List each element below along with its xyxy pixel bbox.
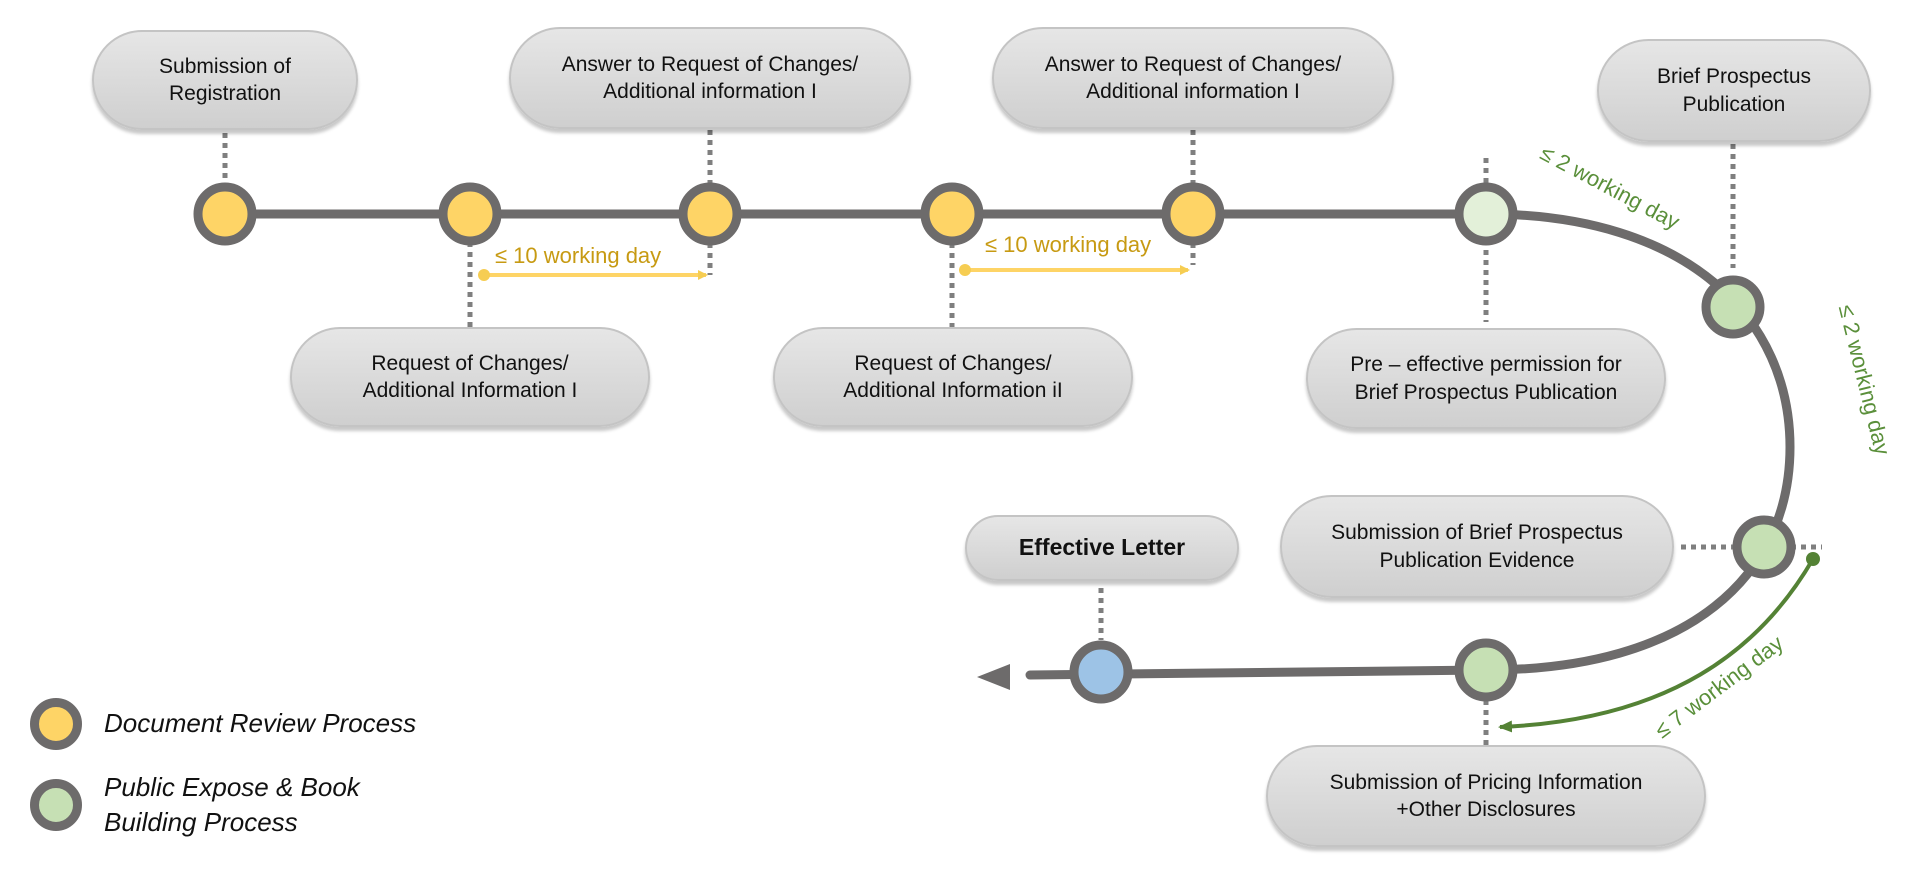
- brief-publication-label: Brief Prospectus Publication: [1656, 65, 1812, 116]
- node-request-changes-2: [920, 182, 984, 246]
- submission-registration-box: Submission of Registration: [92, 30, 358, 130]
- pre-effective-box: Pre – effective permission for Brief Pro…: [1306, 328, 1666, 429]
- answer-request-1-label: Answer to Request of Changes/ Additional…: [561, 52, 859, 103]
- publication-evidence-box: Submission of Brief Prospectus Publicati…: [1280, 495, 1674, 598]
- duration-review-1: ≤ 10 working day: [495, 243, 662, 268]
- request-changes-1-label: Request of Changes/ Additional Informati…: [362, 351, 578, 402]
- publication-evidence-label: Submission of Brief Prospectus Publicati…: [1331, 521, 1623, 572]
- node-pre-effective: [1454, 182, 1518, 246]
- legend-green-dot: [30, 779, 82, 832]
- node-brief-publication: [1701, 275, 1765, 339]
- pre-effective-label: Pre – effective permission for Brief Pro…: [1350, 353, 1622, 404]
- legend-yellow-dot: [30, 698, 82, 750]
- brief-publication-box: Brief Prospectus Publication: [1597, 39, 1871, 142]
- node-request-changes-1: [438, 182, 502, 246]
- duration-review-2: ≤ 10 working day: [985, 232, 1152, 257]
- effective-letter-label: Effective Letter: [1018, 534, 1186, 561]
- effective-letter-box: Effective Letter: [965, 515, 1239, 581]
- pricing-information-box: Submission of Pricing Information +Other…: [1266, 745, 1706, 847]
- timing-arrows: [478, 264, 1820, 733]
- legend-public-expose-label: Public Expose & Book Building Process: [104, 772, 360, 838]
- answer-request-2-label: Answer to Request of Changes/ Additional…: [1044, 52, 1342, 103]
- process-nodes: [193, 182, 1796, 704]
- dotted-connectors: [222, 130, 1822, 746]
- pricing-information-label: Submission of Pricing Information +Other…: [1329, 770, 1643, 821]
- node-submission-registration: [193, 182, 257, 246]
- node-publication-evidence: [1732, 515, 1796, 579]
- legend-public-expose: Public Expose & Book Building Process: [30, 770, 360, 840]
- node-answer-request-2: [1161, 182, 1225, 246]
- legend-document-review-label: Document Review Process: [104, 708, 417, 739]
- request-changes-1-box: Request of Changes/ Additional Informati…: [290, 327, 650, 427]
- track-arrow-head: [977, 664, 1010, 690]
- process-track: [220, 209, 1795, 680]
- answer-request-2-box: Answer to Request of Changes/ Additional…: [992, 27, 1394, 129]
- submission-registration-label: Submission of Registration: [159, 54, 291, 105]
- legend-document-review: Document Review Process: [30, 698, 416, 750]
- request-changes-2-label: Request of Changes/ Additional Informati…: [843, 351, 1063, 402]
- request-changes-2-box: Request of Changes/ Additional Informati…: [773, 327, 1133, 427]
- node-pricing-information: [1454, 638, 1518, 702]
- node-answer-request-1: [678, 182, 742, 246]
- node-effective-letter: [1069, 640, 1133, 704]
- answer-request-1-box: Answer to Request of Changes/ Additional…: [509, 27, 911, 129]
